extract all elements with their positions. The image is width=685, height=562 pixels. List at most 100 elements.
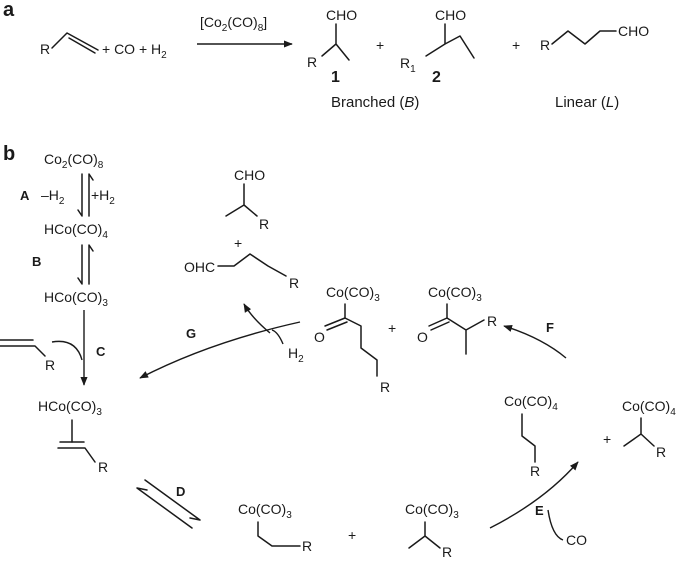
step-c-label: C — [96, 344, 106, 359]
acyl-linear-bonds — [344, 303, 378, 377]
acyl-branched-co: Co(CO)3 — [428, 284, 482, 304]
step-d-reverse-harpoon — [136, 487, 193, 529]
alkyl-branched-co: Co(CO)3 — [405, 501, 459, 521]
linear-caption: Linear (L) — [555, 94, 619, 111]
step-g-h2: H2 — [288, 345, 304, 365]
product-linear: R CHO — [540, 23, 649, 53]
tet-linear-r: R — [530, 463, 540, 479]
complex-r: R — [98, 459, 108, 475]
step-g-label: G — [186, 326, 196, 341]
complex-alkene-bonds — [57, 441, 96, 463]
alkyl-linear-r: R — [302, 538, 312, 554]
panel-b-label: b — [3, 143, 15, 165]
aldehyde-branched-cho: CHO — [234, 167, 265, 183]
step-b-label: B — [32, 254, 41, 269]
hco4-species: HCo(CO)4 — [44, 221, 108, 241]
reactant-r-label: R — [40, 41, 50, 57]
product-1-bonds — [321, 23, 350, 61]
alkene-join-curve — [51, 340, 83, 361]
acyl-linear-co: Co(CO)3 — [326, 284, 380, 304]
product-plus: + — [234, 235, 242, 251]
step-b-up-harpoon — [88, 244, 94, 285]
reactant-co-h2: + CO + H2 — [102, 41, 167, 61]
aldehyde-branched: CHO R — [225, 167, 269, 232]
tet-branched-co: Co(CO)4 — [622, 398, 676, 418]
acyl-linear-o: O — [314, 329, 325, 345]
panel-a: a R + CO + H2 [Co2(CO)8] CHO R 1 + CHO R… — [3, 0, 649, 111]
product-2-r1: R1 — [400, 55, 416, 75]
step-d-forward-harpoon — [144, 479, 201, 521]
product-1-number: 1 — [331, 69, 340, 86]
alkene-double-bond — [68, 37, 96, 54]
co2co8-species: Co2(CO)8 — [44, 151, 104, 171]
panel-a-label: a — [3, 0, 15, 21]
hco3-species: HCo(CO)3 — [44, 289, 108, 309]
acyl-branched: Co(CO)3 O R — [417, 284, 497, 355]
aldehyde-linear-bonds — [217, 253, 287, 277]
step-f-arrow — [503, 325, 567, 359]
tetracarbonyl-linear: Co(CO)4 R — [504, 393, 558, 479]
product-2-bonds — [425, 23, 475, 59]
product-2-cho: CHO — [435, 7, 466, 23]
step-e-arrow — [489, 461, 579, 529]
step-g-arrow — [139, 321, 301, 379]
product-2-branched: CHO R1 2 — [400, 7, 475, 86]
acyl-branched-o: O — [417, 329, 428, 345]
minus-h2: –H2 — [41, 187, 65, 207]
aldehyde-branched-r: R — [259, 216, 269, 232]
step-a-down-harpoon — [77, 173, 83, 217]
product-2-number: 2 — [432, 69, 441, 86]
product-1-branched: CHO R 1 — [307, 7, 357, 86]
aldehyde-linear: OHC R — [184, 253, 299, 291]
acyl-linear: Co(CO)3 O R — [314, 284, 390, 395]
alkyl-linear-bonds — [257, 521, 301, 547]
catalyst-label: [Co2(CO)8] — [200, 14, 267, 34]
acyl-branched-carbonyl — [428, 317, 450, 331]
branched-caption: Branched (B) — [331, 94, 419, 111]
reactant-alkene: R — [40, 32, 99, 57]
alkyl-branched-r: R — [442, 544, 452, 560]
alkyl-branched-bonds — [408, 521, 441, 549]
step-a-label: A — [20, 188, 30, 203]
plus-1: + — [376, 37, 384, 53]
tet-branched-r: R — [656, 444, 666, 460]
acyl-branched-bonds — [446, 303, 485, 355]
alkyl-plus: + — [348, 527, 356, 543]
aldehyde-linear-ohc: OHC — [184, 259, 215, 275]
acyl-branched-r: R — [487, 313, 497, 329]
step-e-co: CO — [566, 532, 587, 548]
incoming-alkene-bonds — [0, 339, 46, 357]
step-g-product-release — [243, 303, 271, 334]
step-d-label: D — [176, 484, 185, 499]
acyl-linear-r: R — [380, 379, 390, 395]
aldehyde-branched-bonds — [225, 183, 258, 217]
product-1-cho: CHO — [326, 7, 357, 23]
tetracarbonyl-branched: Co(CO)4 R — [622, 398, 676, 460]
acyl-linear-carbonyl — [324, 317, 348, 331]
aldehyde-linear-r: R — [289, 275, 299, 291]
tet-linear-co: Co(CO)4 — [504, 393, 558, 413]
alkene-bonds — [51, 32, 99, 51]
linear-cho: CHO — [618, 23, 649, 39]
step-b-down-harpoon — [77, 244, 83, 285]
alkene-complex: HCo(CO)3 R — [38, 398, 108, 475]
step-e-label: E — [535, 503, 544, 518]
tet-plus: + — [603, 431, 611, 447]
product-1-r: R — [307, 54, 317, 70]
panel-b: b Co2(CO)8 A –H2 +H2 HCo(CO)4 B HCo(CO)3… — [0, 143, 676, 560]
step-g-h2-curve — [271, 329, 284, 345]
tet-branched-bonds — [623, 417, 655, 447]
plus-h2: +H2 — [91, 187, 115, 207]
plus-2: + — [512, 37, 520, 53]
step-f-label: F — [546, 320, 554, 335]
linear-r: R — [540, 37, 550, 53]
linear-chain-bonds — [551, 30, 617, 45]
alkyl-linear: Co(CO)3 R — [238, 501, 312, 554]
acyl-plus: + — [388, 320, 396, 336]
step-a-up-harpoon — [88, 173, 94, 217]
alkyl-branched: Co(CO)3 R — [405, 501, 459, 560]
incoming-alkene-r: R — [45, 357, 55, 373]
alkyl-linear-co: Co(CO)3 — [238, 501, 292, 521]
step-e-co-curve — [547, 509, 564, 541]
